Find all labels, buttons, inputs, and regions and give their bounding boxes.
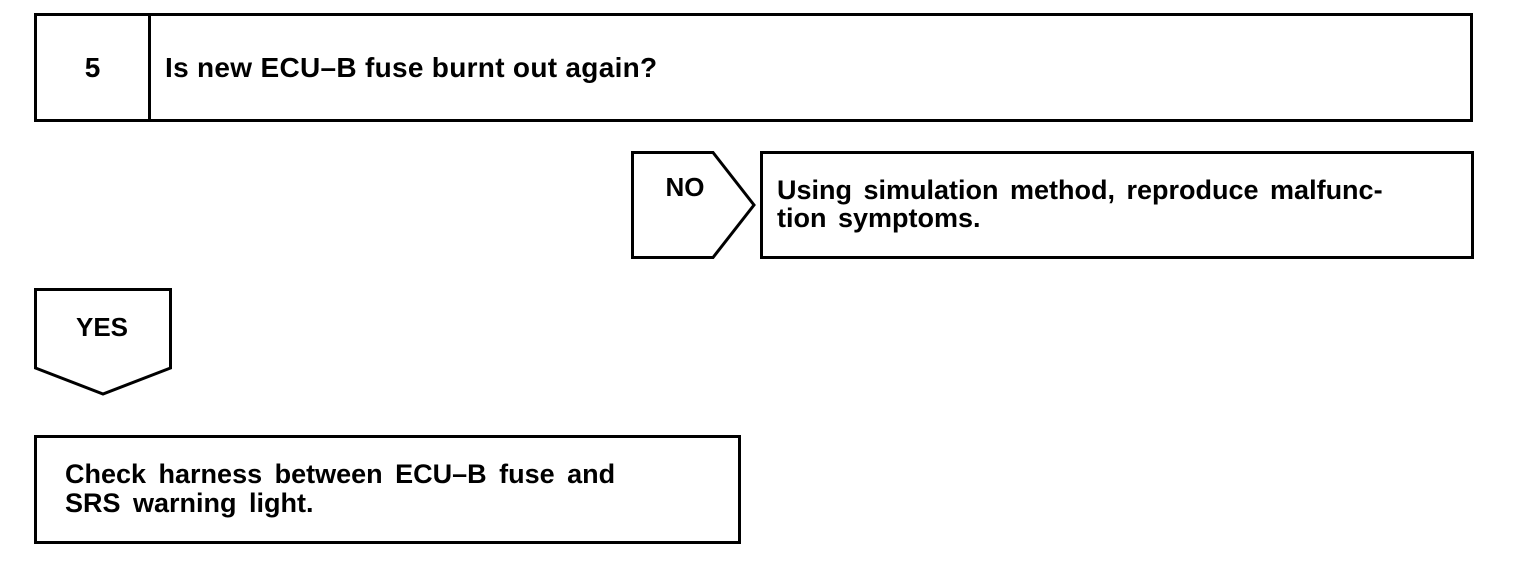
yes-action-box: Check harness between ECU–B fuse and SRS…: [34, 435, 741, 544]
yes-action-text: Check harness between ECU–B fuse and SRS…: [65, 460, 710, 518]
no-action-line-2: tion symptoms.: [777, 203, 981, 233]
no-action-line-1: Using simulation method, reproduce malfu…: [777, 175, 1383, 205]
step-number: 5: [37, 16, 151, 119]
yes-arrow-shape: [34, 288, 172, 396]
no-action-box: Using simulation method, reproduce malfu…: [760, 151, 1474, 259]
yes-action-line-1: Check harness between ECU–B fuse and: [65, 459, 616, 489]
step-question-box: 5 Is new ECU–B fuse burnt out again?: [34, 13, 1473, 122]
yes-branch-label: YES: [75, 312, 129, 342]
step-question-text: Is new ECU–B fuse burnt out again?: [165, 51, 658, 83]
no-branch-label: NO: [665, 172, 705, 202]
no-action-text: Using simulation method, reproduce malfu…: [777, 176, 1459, 232]
yes-action-line-2: SRS warning light.: [65, 488, 314, 518]
no-arrow-shape: [631, 151, 756, 259]
